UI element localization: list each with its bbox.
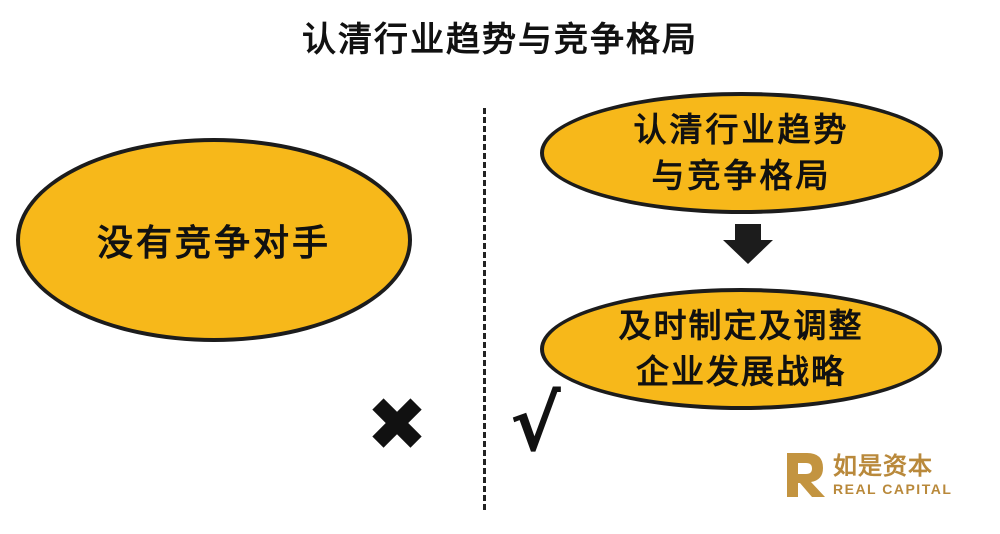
page-title: 认清行业趋势与竞争格局 bbox=[302, 20, 698, 60]
industry-trend-line1: 认清行业趋势 bbox=[633, 110, 850, 149]
logo-chinese-name: 如是资本 bbox=[833, 452, 933, 480]
logo-r-icon bbox=[787, 453, 825, 497]
real-capital-logo: 如是资本 REAL CAPITAL bbox=[783, 451, 952, 499]
industry-trend-ellipse: 认清行业趋势 与竞争格局 bbox=[540, 92, 943, 214]
dashed-divider bbox=[483, 108, 486, 510]
cross-mark-icon: ✖ bbox=[366, 382, 429, 468]
strategy-line1: 及时制定及调整 bbox=[618, 306, 864, 345]
no-competitors-label: 没有竞争对手 bbox=[96, 222, 331, 264]
strategy-ellipse: 及时制定及调整 企业发展战略 bbox=[540, 288, 942, 410]
logo-english-name: REAL CAPITAL bbox=[833, 481, 953, 497]
no-competitors-ellipse: 没有竞争对手 bbox=[16, 138, 412, 342]
check-mark-icon: √ bbox=[510, 379, 561, 468]
strategy-line2: 企业发展战略 bbox=[636, 352, 846, 391]
down-arrow-icon bbox=[723, 224, 773, 264]
industry-trend-line2: 与竞争格局 bbox=[651, 156, 832, 195]
